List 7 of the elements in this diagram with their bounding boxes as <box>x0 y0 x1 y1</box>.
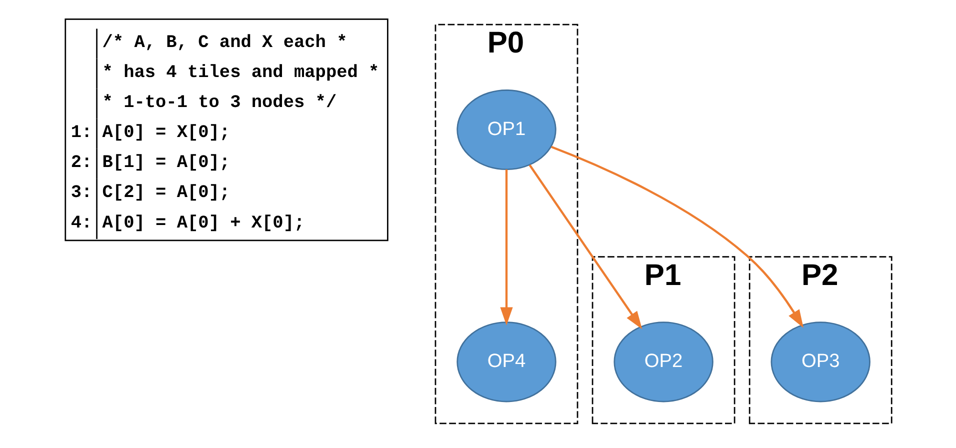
node-ellipse: OP2 <box>613 322 713 402</box>
node-ellipse: OP3 <box>770 322 870 402</box>
node-ellipse: OP1 <box>456 89 556 170</box>
arrow <box>528 164 642 330</box>
arrow <box>550 146 803 328</box>
arrow <box>500 170 512 326</box>
node-ellipse: OP4 <box>456 322 556 402</box>
